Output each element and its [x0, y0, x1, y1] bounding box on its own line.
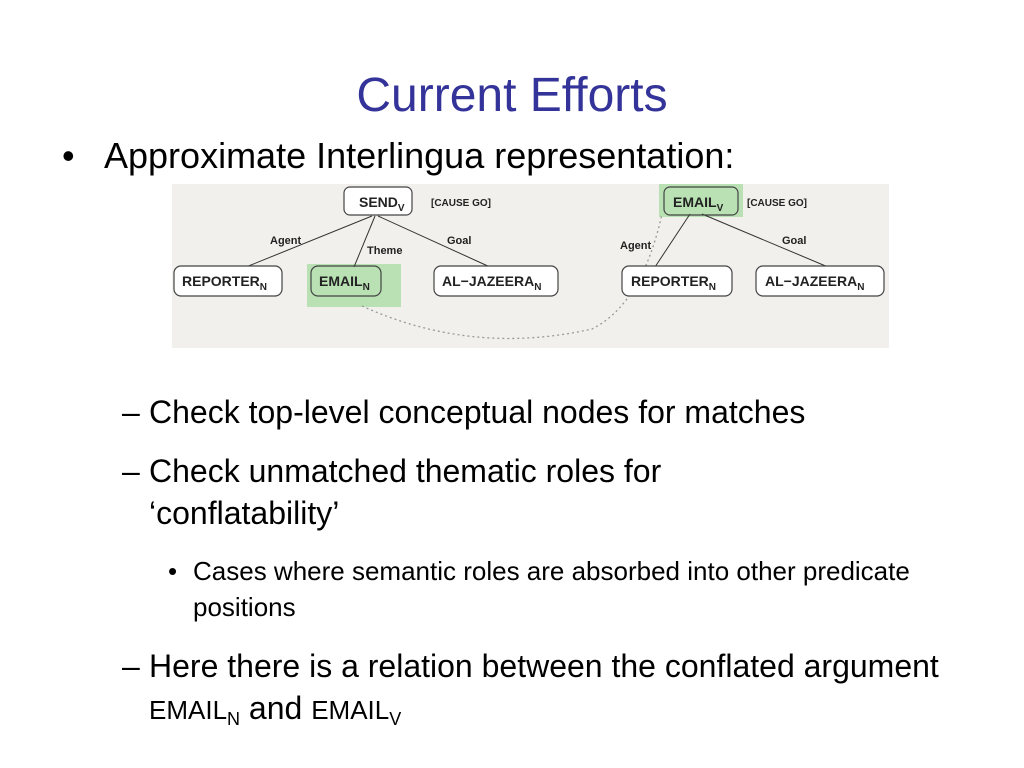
conflation-link	[361, 213, 663, 340]
right-edge-agent-label: Agent	[620, 240, 652, 252]
left-edge-goal-label: Goal	[447, 235, 471, 247]
svg-text:REPORTERN: REPORTERN	[182, 273, 267, 293]
email-n-highlight	[307, 264, 401, 307]
left-edge-goal	[377, 215, 491, 268]
left-edge-agent	[245, 215, 373, 268]
dash-marker: –	[122, 648, 140, 684]
interlingua-diagram: SENDV [CAUSE GO] Agent Theme Goal REPORT…	[172, 184, 889, 348]
node-reporter-n-right: REPORTERN	[621, 265, 733, 297]
bullet-dot: •	[62, 135, 75, 176]
node-al-jazeera-n-left: AL−JAZEERAN	[433, 265, 559, 297]
term-email-n: EMAILN	[149, 695, 241, 729]
relation-prefix: Here there is a relation between the con…	[149, 648, 939, 684]
node-al-jazeera-n-right: AL−JAZEERAN	[755, 265, 885, 297]
slide-title: Current Efforts	[356, 69, 668, 122]
sub-sub-bullet-text: Cases where semantic roles are absorbed …	[193, 556, 910, 622]
right-edge-goal	[701, 213, 829, 268]
node-email-n: EMAILN	[310, 265, 382, 297]
term-email-v: EMAILV	[311, 695, 402, 729]
dash-marker: –	[122, 453, 140, 489]
left-edge-agent-label: Agent	[270, 235, 302, 247]
svg-text:AL−JAZEERAN: AL−JAZEERAN	[442, 273, 541, 293]
right-root-annotation: [CAUSE GO]	[747, 198, 807, 209]
bullet-text: Approximate Interlingua representation:	[104, 135, 735, 176]
left-root-annotation: [CAUSE GO]	[431, 198, 491, 209]
email-v-highlight	[659, 184, 743, 217]
right-edge-goal-label: Goal	[782, 235, 806, 247]
dash-marker: –	[122, 394, 140, 430]
sub-bullet-text: Here there is a relation between the con…	[149, 645, 1009, 740]
left-edge-theme	[353, 215, 376, 268]
node-reporter-n-left: REPORTERN	[173, 265, 283, 297]
svg-text:EMAILN: EMAILN	[319, 273, 370, 293]
node-send-v: SENDV	[343, 186, 413, 216]
left-edge-theme-label: Theme	[367, 245, 402, 257]
relation-mid: and	[240, 690, 312, 726]
svg-text:EMAILV: EMAILV	[673, 194, 724, 214]
right-edge-agent	[654, 213, 691, 268]
sub-bullet-text: Check top-level conceptual nodes for mat…	[149, 394, 806, 430]
node-email-v: EMAILV	[663, 186, 739, 216]
bullet-dot: •	[168, 556, 178, 586]
svg-text:SENDV: SENDV	[359, 194, 405, 214]
diagram-canvas: SENDV [CAUSE GO] Agent Theme Goal REPORT…	[173, 184, 885, 340]
sub-bullet-text: Check unmatched thematic roles for ‘conf…	[149, 453, 662, 531]
svg-text:REPORTERN: REPORTERN	[631, 273, 716, 293]
svg-text:AL−JAZEERAN: AL−JAZEERAN	[765, 273, 864, 293]
